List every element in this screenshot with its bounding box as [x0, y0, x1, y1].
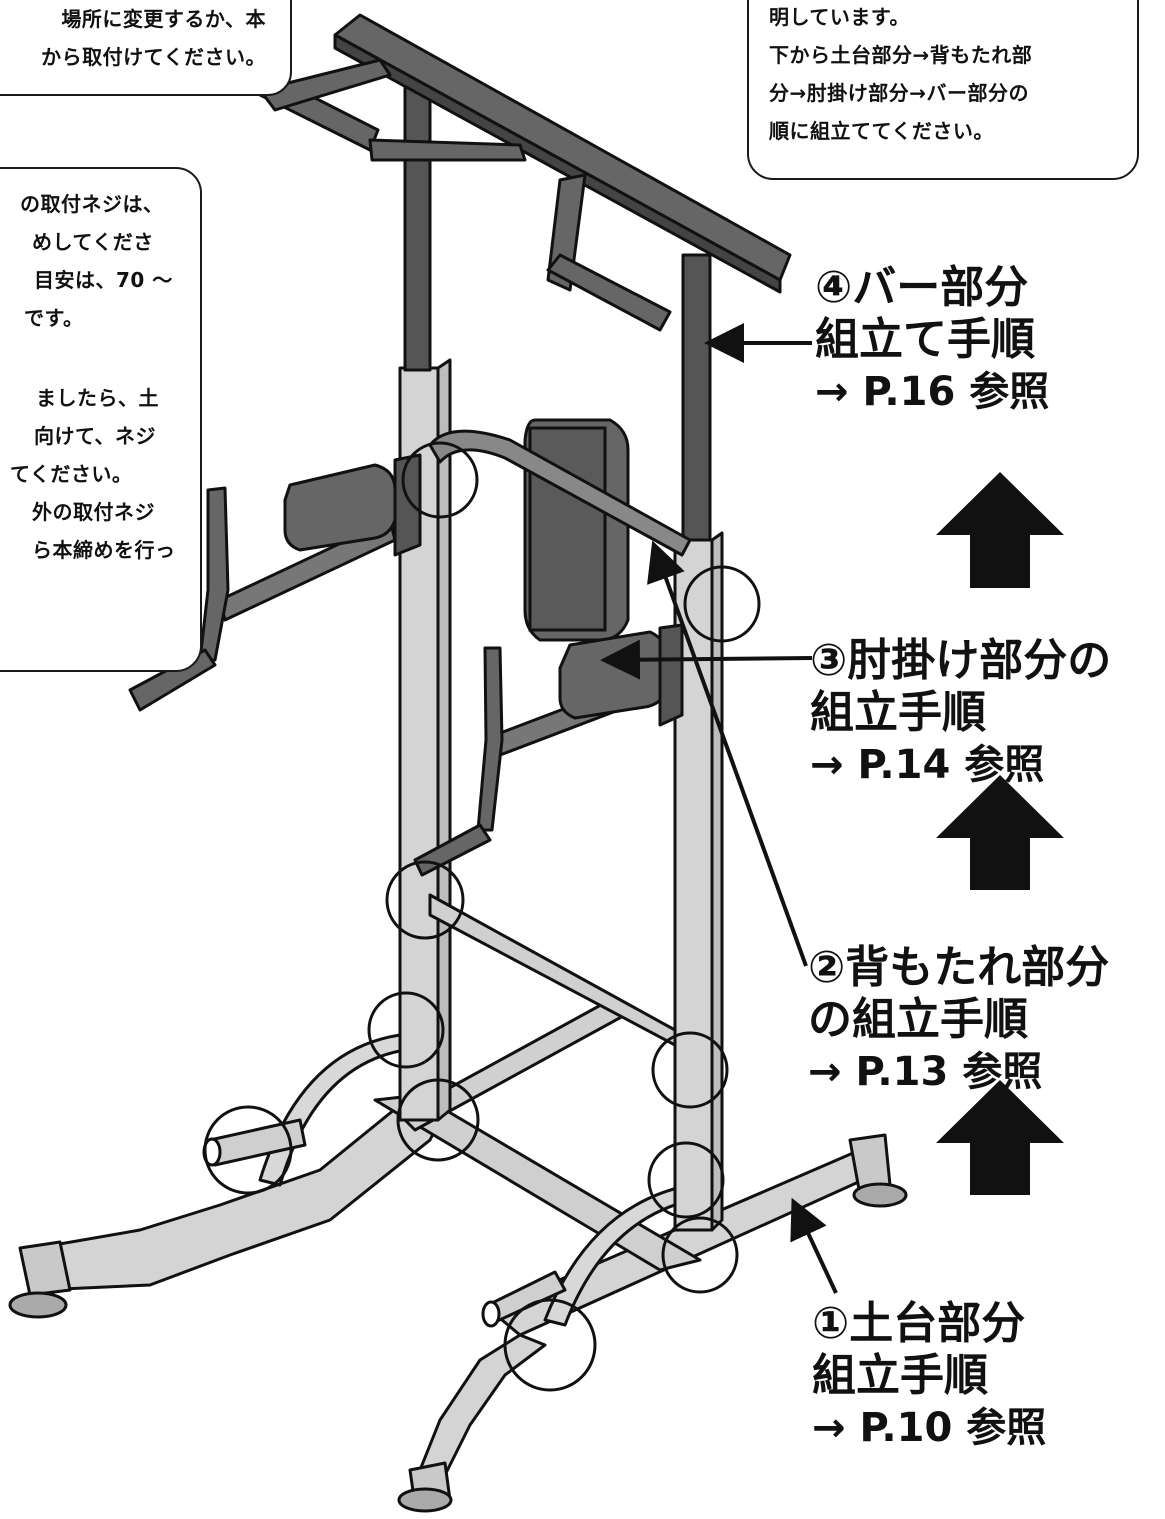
step-ref: → P.14 参照 [810, 742, 1045, 788]
pointer-armrest [600, 639, 813, 680]
step-2-label: ②背もたれ部分 の組立手順 → P.13 参照 [808, 942, 1109, 1098]
step-title: ②背もたれ部分 [808, 942, 1110, 993]
pointer-lines [600, 323, 838, 1294]
step-sub: 組立手順 [810, 687, 986, 738]
step-title: ④バー部分 [815, 262, 1029, 313]
note-top-right: 明しています。 下から土台部分→背もたれ部 分→肘掛け部分→バー部分の 順に組立… [747, 0, 1139, 180]
step-1-label: ①土台部分 組立手順 → P.10 参照 [812, 1298, 1046, 1454]
step-ref: → P.13 参照 [808, 1049, 1043, 1095]
pointer-base [790, 1197, 838, 1294]
base-frame [8, 998, 908, 1513]
step-title: ①土台部分 [812, 1298, 1026, 1349]
up-arrow-3 [936, 1080, 1064, 1195]
step-ref: → P.16 参照 [815, 369, 1050, 415]
assembly-point-circles [203, 441, 761, 1392]
note-top-left: 場所に変更するか、本 から取付けてください。 [0, 0, 292, 96]
note-left: の取付ネジは、 めしてくださ 目安は、70 〜 です。 ましたら、土 向けて、ネ… [0, 167, 202, 672]
up-arrow-2 [936, 775, 1064, 890]
upright-posts [333, 13, 792, 1232]
step-sub: 組立手順 [812, 1350, 988, 1401]
pointer-backrest [647, 540, 808, 967]
step-sub: の組立手順 [808, 994, 1028, 1045]
step-title: ③肘掛け部分の [810, 635, 1112, 686]
backrest-pad [523, 418, 630, 642]
step-4-label: ④バー部分 組立て手順 → P.16 参照 [815, 262, 1049, 418]
step-sub: 組立て手順 [815, 314, 1035, 365]
step-3-label: ③肘掛け部分の 組立手順 → P.14 参照 [810, 635, 1111, 791]
sequence-arrows [936, 472, 1064, 1195]
step-ref: → P.10 参照 [812, 1405, 1047, 1451]
up-arrow-1 [936, 472, 1064, 588]
pullup-handles [238, 58, 672, 332]
